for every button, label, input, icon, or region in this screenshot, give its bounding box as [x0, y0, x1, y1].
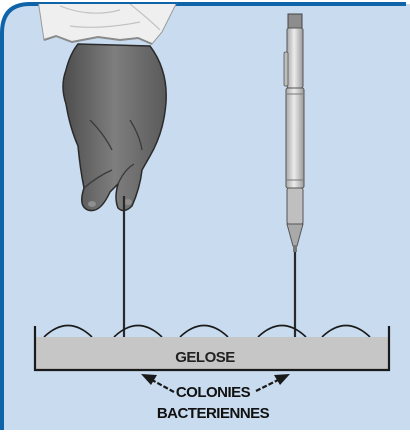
colonies-label: COLONIES — [0, 384, 410, 401]
pen-icon — [284, 14, 304, 252]
agar-label: GELOSE — [0, 349, 410, 366]
bacterial-label: BACTERIENNES — [0, 405, 410, 422]
